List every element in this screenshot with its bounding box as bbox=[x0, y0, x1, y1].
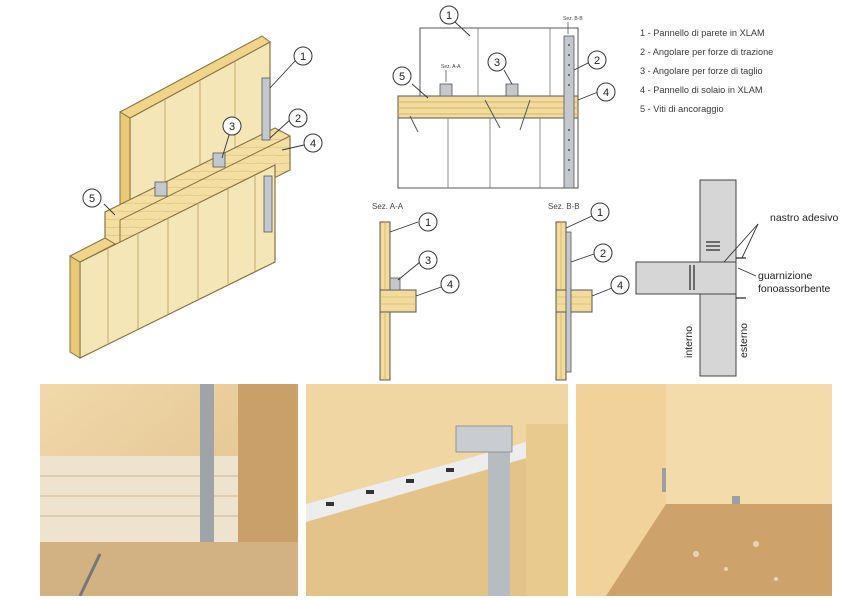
legend: 1 - Pannello di parete in XLAM 2 - Angol… bbox=[640, 24, 860, 119]
detail-label-exterior: esterno bbox=[738, 322, 750, 358]
legend-item-1: 1 - Pannello di parete in XLAM bbox=[640, 28, 765, 38]
callout-5 bbox=[82, 188, 102, 208]
section-b-title: Sez. B-B bbox=[548, 202, 580, 211]
legend-item-3: 3 - Angolare per forze di taglio bbox=[640, 66, 763, 76]
callout-2-label: 2 bbox=[295, 113, 301, 125]
detail-label-tape: nastro adesivo bbox=[770, 212, 839, 224]
callout-4 bbox=[303, 133, 323, 153]
detail-label-gasket: guarnizione fonoassorbente bbox=[758, 270, 831, 295]
section-b-slab bbox=[555, 289, 593, 313]
callout-1-label: 1 bbox=[300, 51, 306, 63]
elevation-callout-2: 2 bbox=[594, 55, 600, 67]
photo-slab-wall-joint bbox=[40, 384, 298, 596]
section-b-callout-1: 1 bbox=[597, 207, 603, 219]
detail-label-interior: interno bbox=[683, 325, 695, 358]
elevation-callout-3: 3 bbox=[494, 57, 500, 69]
section-b-callout-2: 2 bbox=[600, 248, 606, 260]
detail-slab bbox=[635, 261, 737, 295]
callout-3 bbox=[222, 116, 242, 136]
section-a-callout-4: 4 bbox=[447, 279, 453, 291]
elevation-lower-wall bbox=[397, 117, 579, 189]
elevation-section-a-tag: Sez. A-A bbox=[441, 64, 461, 70]
callout-5-label: 5 bbox=[89, 193, 95, 205]
section-b-callout-4: 4 bbox=[617, 280, 623, 292]
legend-item-2: 2 - Angolare per forze di trazione bbox=[640, 47, 774, 57]
elevation-callout-1: 1 bbox=[446, 10, 452, 22]
detail-wall-lower bbox=[699, 293, 737, 377]
elevation-callout-4: 4 bbox=[603, 87, 609, 99]
section-a-callout-1: 1 bbox=[425, 217, 431, 229]
detail-wall-upper bbox=[699, 179, 737, 263]
photo-room-interior bbox=[576, 384, 832, 596]
callout-4-label: 4 bbox=[310, 138, 316, 150]
section-a-title: Sez. A-A bbox=[372, 202, 404, 211]
callout-3-label: 3 bbox=[229, 121, 235, 133]
callout-2 bbox=[288, 108, 308, 128]
legend-item-5: 5 - Viti di ancoraggio bbox=[640, 104, 724, 114]
section-a-callout-3: 3 bbox=[425, 255, 431, 267]
legend-item-4: 4 - Pannello di solaio in XLAM bbox=[640, 85, 763, 95]
elevation-callout-5: 5 bbox=[399, 71, 405, 83]
elevation-section-b-tag: Sez. B-B bbox=[563, 16, 583, 22]
photo-angle-bracket bbox=[306, 384, 568, 596]
callout-1 bbox=[293, 46, 313, 66]
